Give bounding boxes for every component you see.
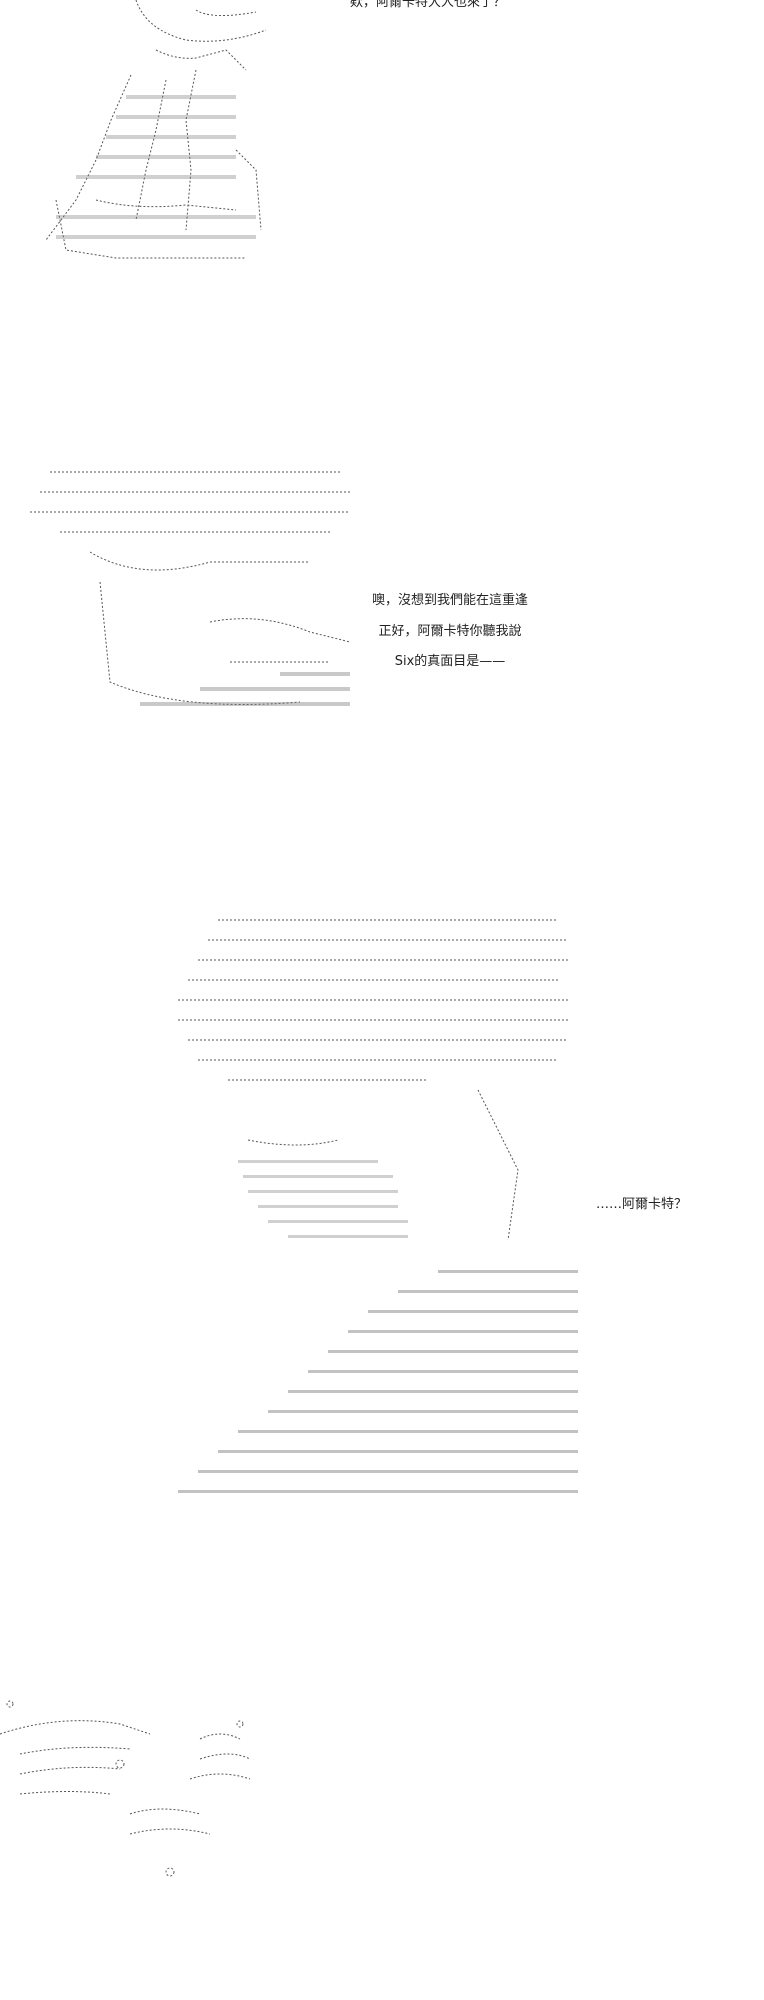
dialogue-line: 正好，阿爾卡特你聽我說: [378, 623, 522, 639]
ascii-art-figure-1: [45, 0, 267, 259]
dialogue-line: 欸，阿爾卡特大人也來了？: [350, 0, 507, 10]
ascii-art-figure-2: [30, 471, 351, 706]
dialogue-line: ……阿爾卡特？: [596, 1197, 688, 1212]
ascii-art-figure-4: [0, 1700, 251, 1877]
dialogue-block: 噢，沒想到我們能在這重逢 正好，阿爾卡特你聽我說 Six的真面目是——: [372, 586, 528, 678]
ascii-art-panel-4: [0, 1694, 300, 1884]
ascii-art-figure-3: [178, 919, 578, 1493]
ascii-art-panel-1: [36, 0, 272, 262]
ascii-art-panel-2: [30, 462, 360, 718]
dialogue-line: 噢，沒想到我們能在這重逢: [372, 593, 529, 608]
ascii-art-panel-3: [178, 910, 578, 1500]
dialogue-line: Six的真面目是——: [394, 654, 506, 670]
